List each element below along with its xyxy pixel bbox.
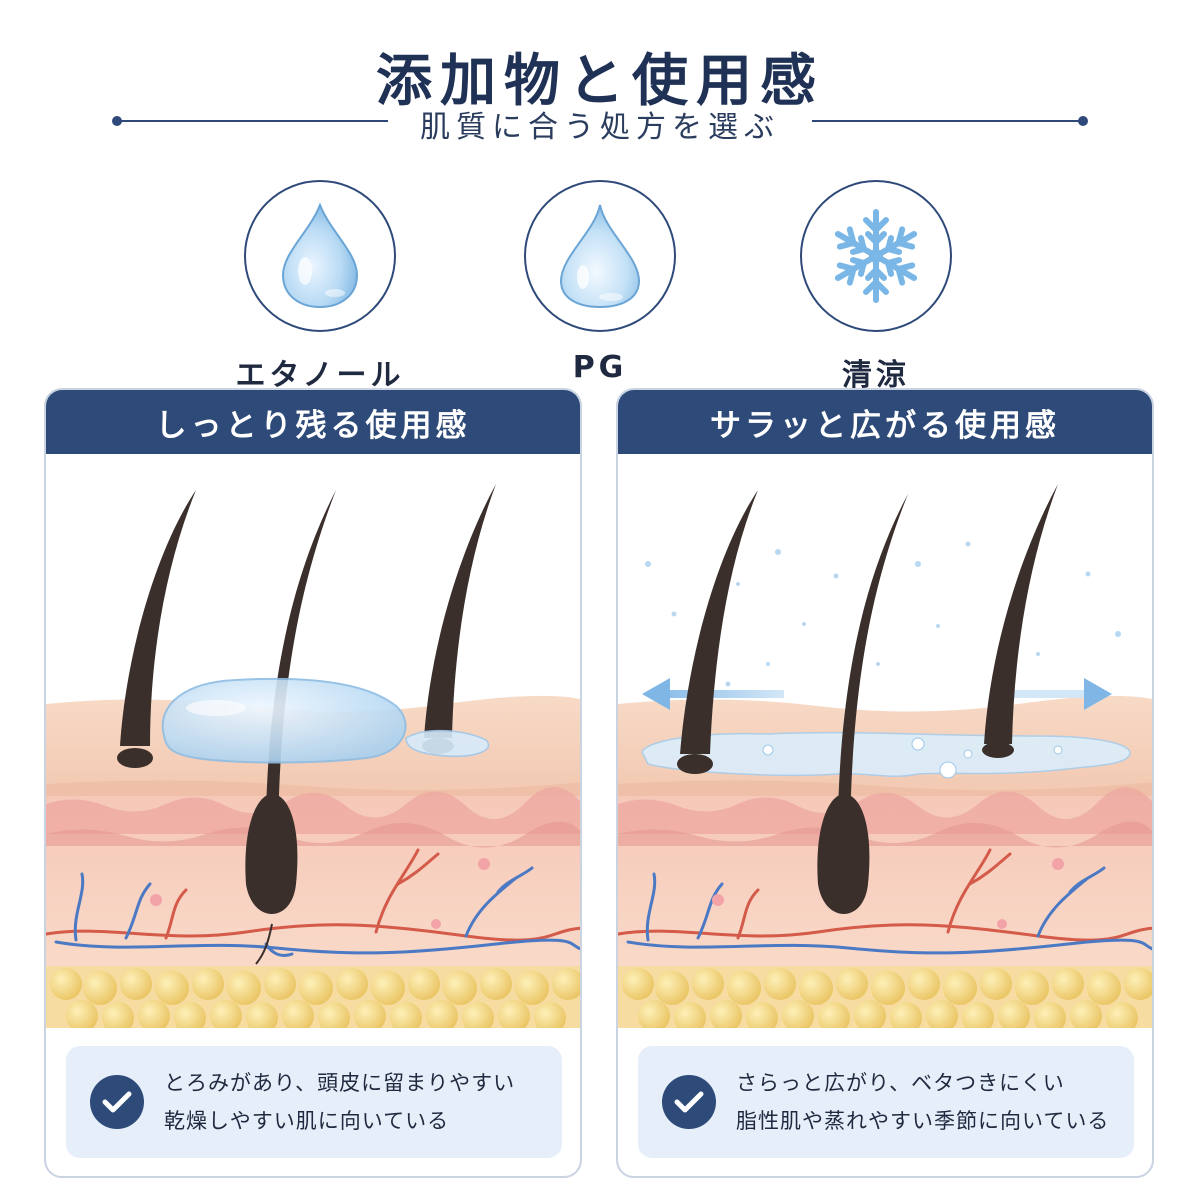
note-box: さらっと広がり、ベタつきにくい 脂性肌や蒸れやすい季節に向いている (638, 1046, 1134, 1158)
note-text: さらっと広がり、ベタつきにくい 脂性肌や蒸れやすい季節に向いている (736, 1064, 1109, 1140)
icon-circle (524, 180, 676, 332)
icon-label: エタノール (235, 358, 405, 393)
check-icon (90, 1075, 144, 1129)
divider-line-left (116, 120, 388, 122)
panel-title: サラッと広がる使用感 (618, 390, 1152, 454)
icon-circle (800, 180, 952, 332)
check-icon (662, 1075, 716, 1129)
icon-item-cooling: 清涼 (776, 180, 976, 394)
note-text: とろみがあり、頭皮に留まりやすい 乾燥しやすい肌に向いている (164, 1064, 515, 1140)
scalp-illustration-light (618, 454, 1152, 1028)
note-line-1: とろみがあり、頭皮に留まりやすい (164, 1071, 516, 1095)
note-line-2: 脂性肌や蒸れやすい季節に向いている (736, 1109, 1110, 1133)
gel-drop-icon (559, 204, 641, 309)
subtitle-row: 肌質に合う処方を選ぶ (112, 100, 1088, 145)
page-title: 添加物と使用感 (376, 49, 824, 114)
divider-dot-right (1078, 116, 1088, 126)
page-subtitle: 肌質に合う処方を選ぶ (420, 110, 780, 145)
panel-moist: しっとり残る使用感 (44, 388, 582, 1178)
panel-light: サラッと広がる使用感 (616, 388, 1154, 1178)
note-line-2: 乾燥しやすい肌に向いている (164, 1109, 450, 1133)
panel-title: しっとり残る使用感 (46, 390, 580, 454)
icon-item-pg: PG (500, 180, 700, 385)
snowflake-icon (834, 209, 918, 303)
note-line-1: さらっと広がり、ベタつきにくい (736, 1071, 1065, 1095)
note-box: とろみがあり、頭皮に留まりやすい 乾燥しやすい肌に向いている (66, 1046, 562, 1158)
icon-label: 清涼 (842, 358, 910, 393)
icon-label: PG (572, 350, 628, 385)
icon-circle (244, 180, 396, 332)
icon-item-ethanol: エタノール (220, 180, 420, 394)
scalp-illustration-moist (46, 454, 580, 1028)
divider-line-right (812, 120, 1084, 122)
water-drop-icon (281, 202, 359, 309)
